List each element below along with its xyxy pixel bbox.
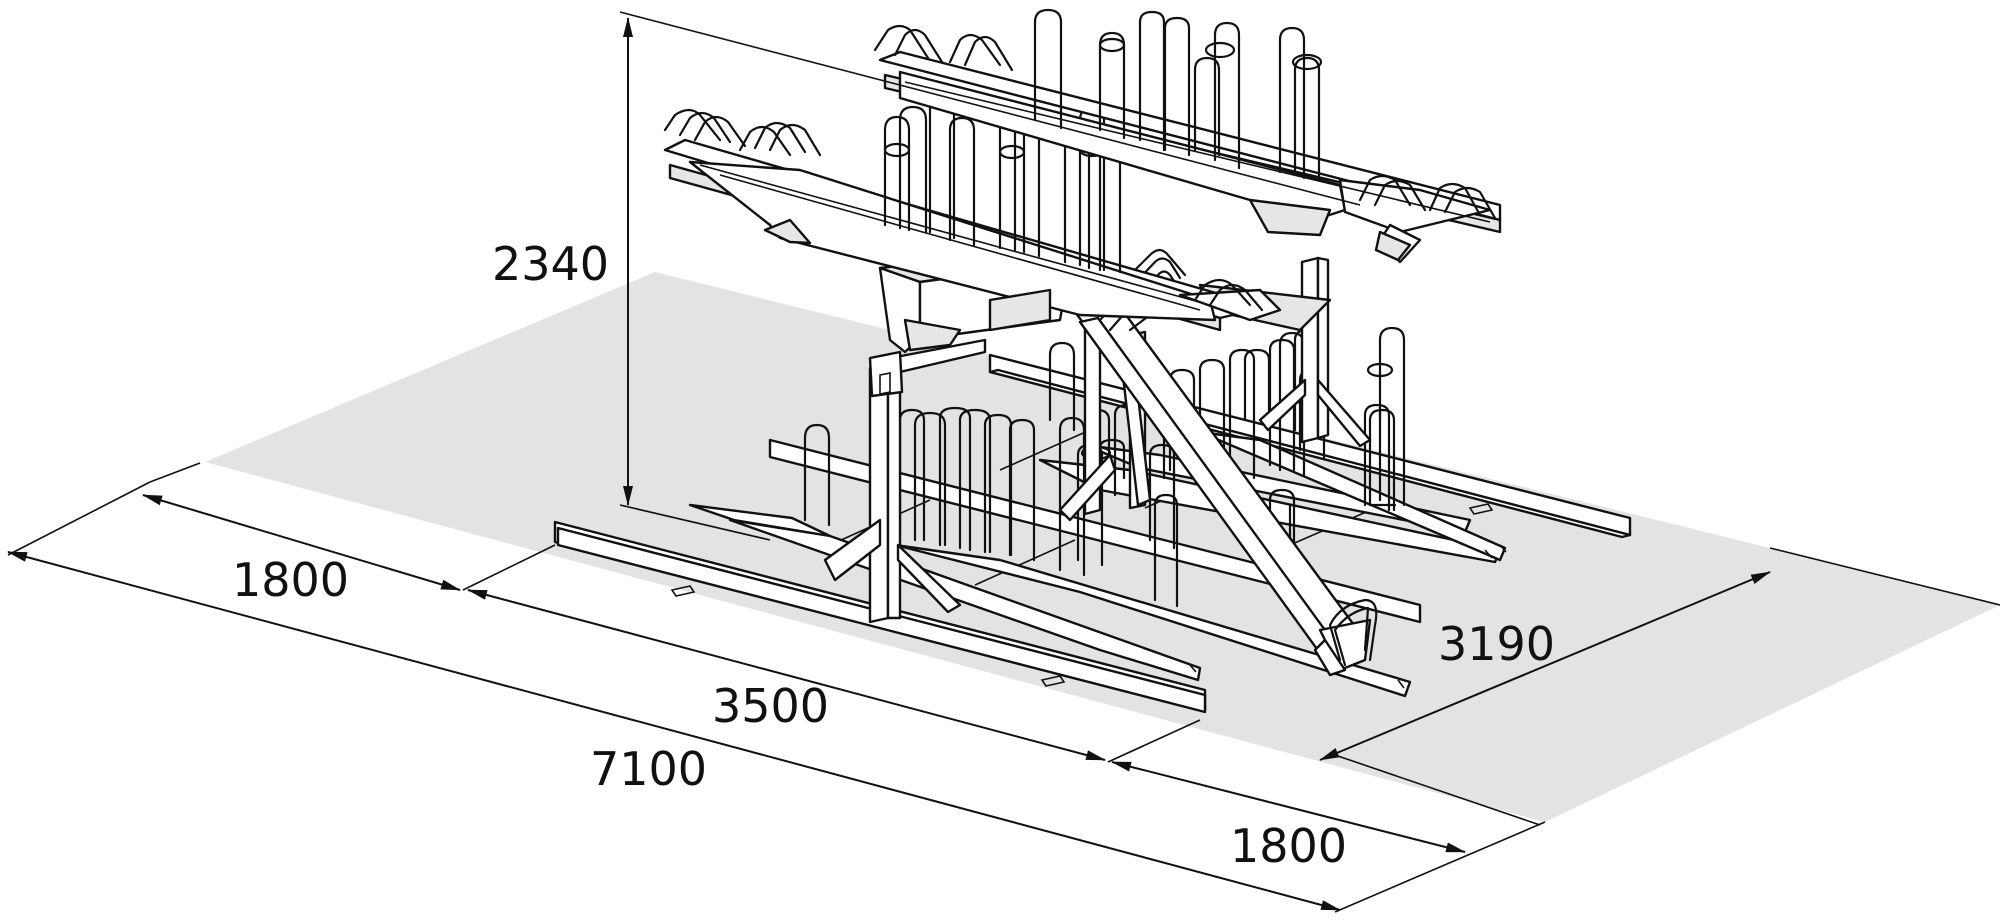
width-dimension-label: 3190 bbox=[1438, 617, 1555, 671]
rack-depth-label: 3500 bbox=[712, 679, 829, 733]
height-dimension-label: 2340 bbox=[492, 237, 609, 291]
upper-back-beam bbox=[873, 8, 1502, 264]
total-length-label: 7100 bbox=[590, 742, 707, 796]
dimension-lines: 2340 1800 3500 7100 1800 3190 bbox=[7, 11, 2000, 913]
upper-front-beam bbox=[663, 94, 1282, 332]
right-clearance-label: 1800 bbox=[1230, 819, 1347, 873]
left-clearance-label: 1800 bbox=[232, 553, 349, 607]
